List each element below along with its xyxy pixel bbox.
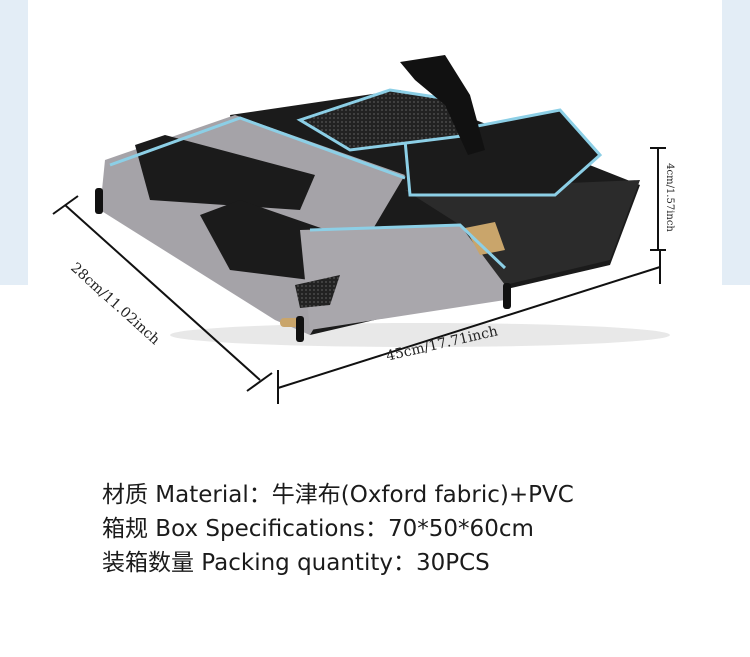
- spec-list: 材质 Material：牛津布(Oxford fabric)+PVC 箱规 Bo…: [102, 478, 574, 580]
- bag-front-flap: [300, 225, 505, 330]
- height-dimension-line: [650, 147, 666, 251]
- zipper-pull-left: [95, 188, 103, 214]
- height-label: 4cm/1.57inch: [663, 163, 675, 232]
- carry-handle: [400, 55, 485, 155]
- bag-band-1: [135, 135, 315, 210]
- spec-material: 材质 Material：牛津布(Oxford fabric)+PVC: [102, 482, 574, 508]
- bag-shadow: [170, 323, 670, 347]
- spec-packing-quantity: 装箱数量 Packing quantity：30PCS: [102, 550, 490, 576]
- product-illustration: [52, 55, 670, 404]
- zipper-pull-right: [503, 283, 511, 309]
- width-dimension-line: [277, 250, 661, 404]
- zipper-pull-front: [296, 316, 304, 342]
- right-accent-strip: [722, 0, 750, 285]
- interior-wood-strip: [465, 222, 505, 255]
- spec-box-size: 箱规 Box Specifications：70*50*60cm: [102, 516, 534, 542]
- left-accent-strip: [0, 0, 28, 285]
- trim-line-2: [309, 223, 507, 270]
- depth-dimension-line: [52, 195, 273, 392]
- trim-line-1: [109, 116, 406, 180]
- front-mesh-opening: [295, 275, 340, 308]
- bag-interior: [405, 180, 640, 285]
